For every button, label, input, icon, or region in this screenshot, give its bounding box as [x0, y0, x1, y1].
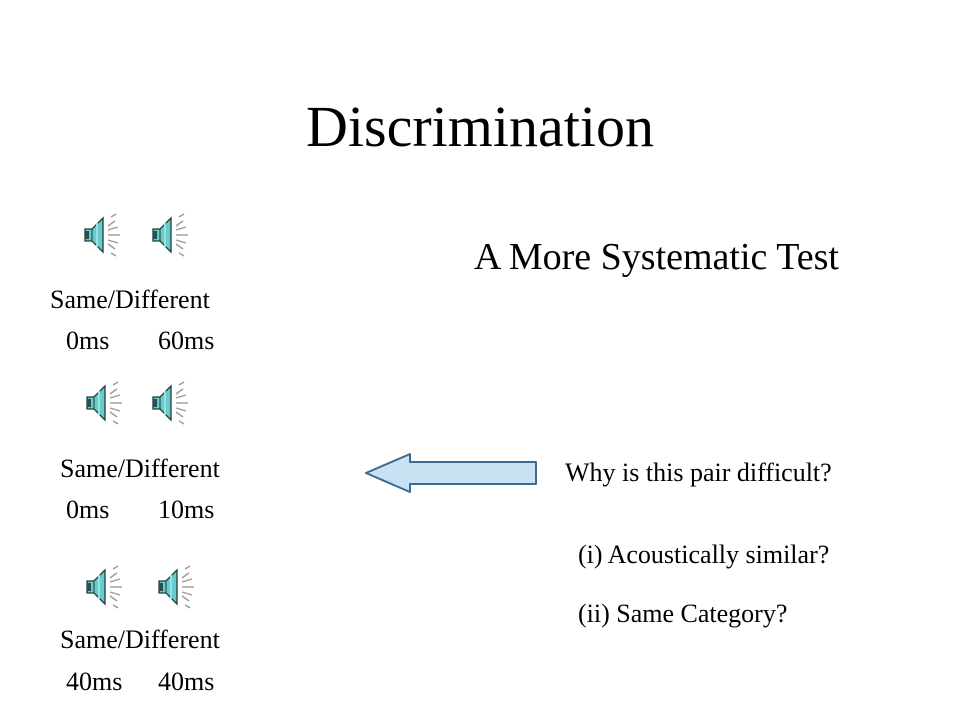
slide-title: Discrimination: [306, 94, 654, 159]
pair-1-right-time: 60ms: [158, 326, 215, 355]
speaker-icon[interactable]: [150, 380, 196, 426]
speaker-icon[interactable]: [84, 380, 130, 426]
pair-2-left-time: 0ms: [66, 495, 110, 524]
pair-3-label: Same/Different: [60, 625, 220, 654]
slide-subtitle: A More Systematic Test: [474, 236, 839, 278]
pair-1-label: Same/Different: [50, 285, 210, 314]
speaker-icon[interactable]: [150, 212, 196, 258]
option-1-text: (i) Acoustically similar?: [578, 540, 830, 569]
speaker-icon[interactable]: [84, 564, 130, 610]
pair-2-right-time: 10ms: [158, 495, 215, 524]
option-2-text: (ii) Same Category?: [578, 599, 788, 628]
pair-3-right-time: 40ms: [158, 667, 215, 696]
pair-1-left-time: 0ms: [66, 326, 110, 355]
arrow-left-icon: [364, 452, 538, 494]
speaker-icon[interactable]: [156, 564, 202, 610]
question-text: Why is this pair difficult?: [565, 458, 832, 487]
pair-3-left-time: 40ms: [66, 667, 123, 696]
pair-2-label: Same/Different: [60, 454, 220, 483]
speaker-icon[interactable]: [82, 212, 128, 258]
